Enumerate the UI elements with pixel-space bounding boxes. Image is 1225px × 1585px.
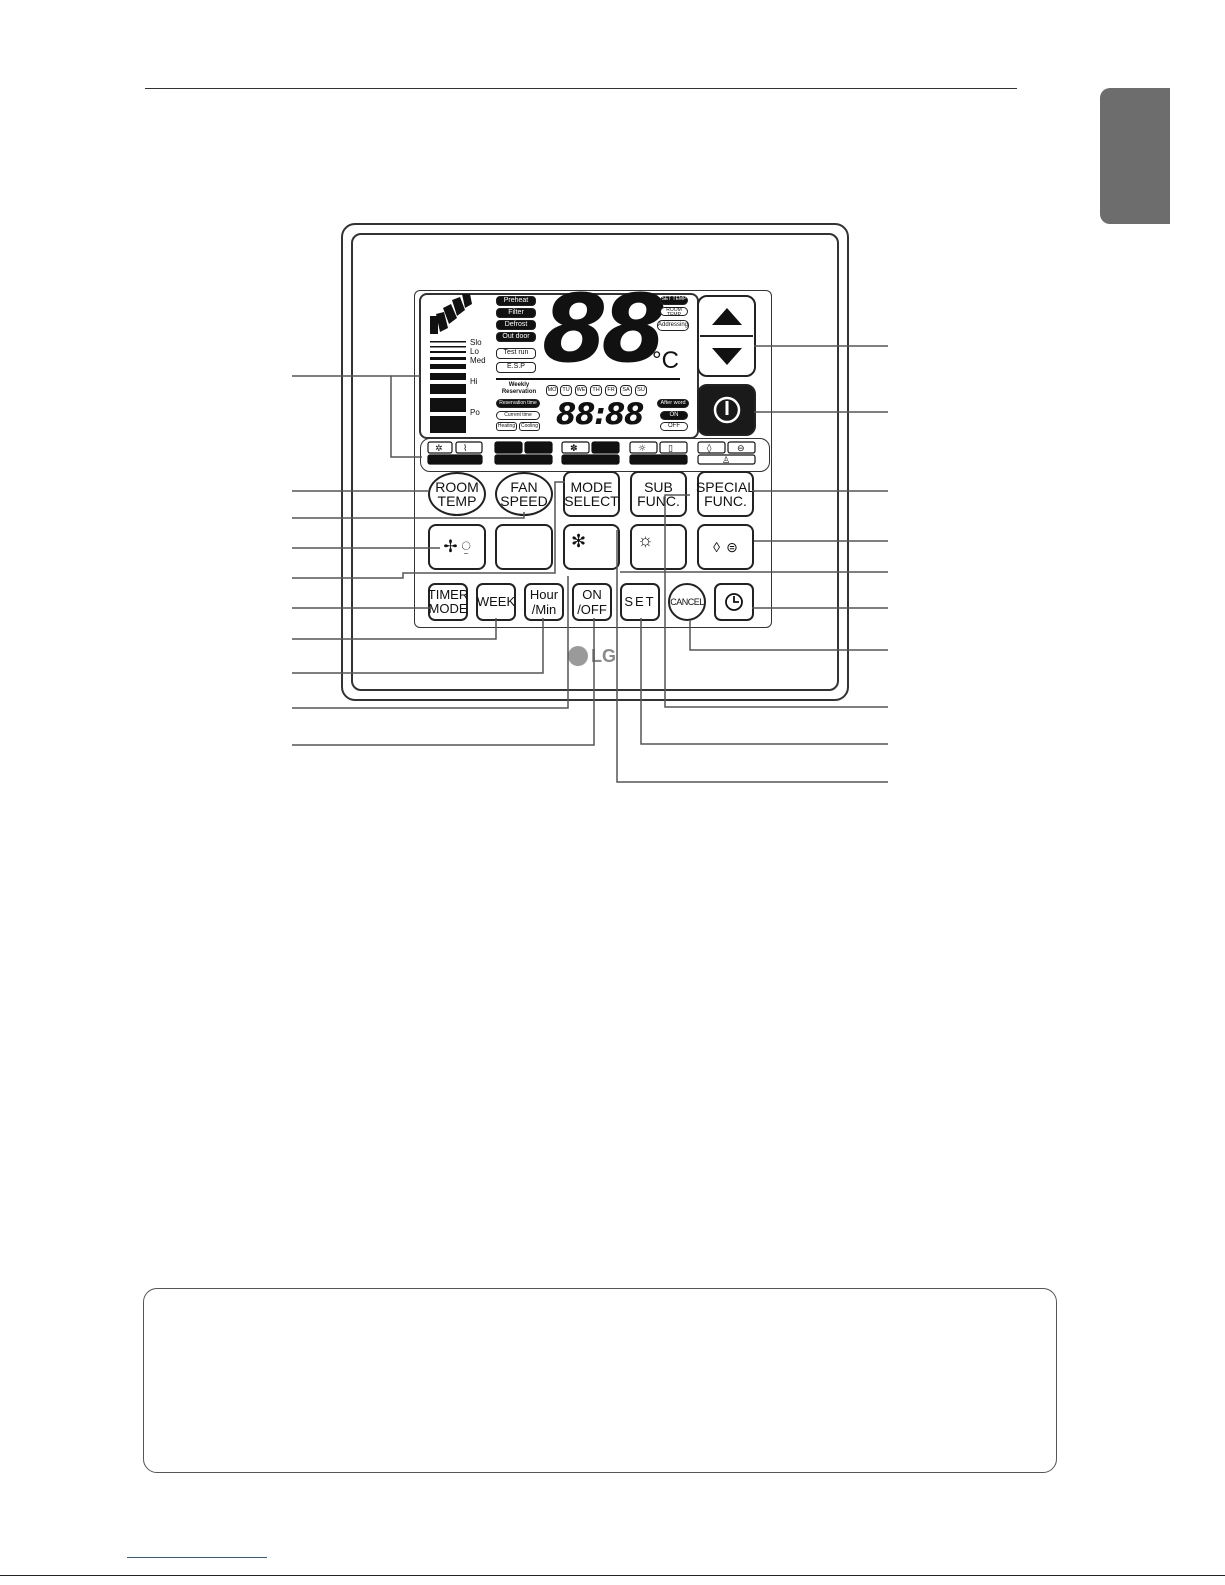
status-preheat: Preheat	[496, 296, 536, 306]
cancel-button[interactable]: CANCEL	[668, 583, 706, 621]
language-tab	[1100, 88, 1170, 224]
fan-speed-indicator	[430, 294, 472, 433]
current-time-tag: Current time	[496, 411, 540, 420]
weekly-reservation-label: Weekly Reservation	[501, 382, 537, 395]
reservation-time-tag: Reservation time	[496, 399, 540, 408]
clock-button[interactable]	[714, 583, 754, 621]
day-we: WE	[575, 385, 587, 396]
dehumidify-button[interactable]: ◊ ⊜	[697, 524, 754, 570]
tag-set-temp: SET TEMP	[660, 296, 688, 305]
week-button[interactable]: WEEK	[476, 583, 516, 621]
svg-text:◊: ◊	[707, 443, 712, 454]
footer-rule	[0, 1575, 1225, 1576]
day-th: TH	[590, 385, 602, 396]
fan-label-med: Med	[470, 356, 486, 365]
clock-icon	[725, 593, 743, 611]
cooling-button[interactable]: ✻	[563, 524, 620, 570]
status-filter: Filter	[496, 308, 536, 318]
day-tu: TU	[560, 385, 572, 396]
day-mo: MO	[546, 385, 558, 396]
mode-select-button[interactable]: MODE SELECT	[563, 471, 620, 517]
fan-label-slo: Slo	[470, 338, 482, 347]
status-outdoor: Out door	[496, 332, 536, 342]
svg-text:✽: ✽	[570, 444, 578, 454]
heating-tag: Heating	[496, 422, 517, 431]
up-down-divider	[700, 335, 753, 337]
swing-icon: ⍜	[461, 538, 471, 555]
fan-label-lo: Lo	[470, 347, 479, 356]
status-esp: E.S.P	[496, 362, 536, 373]
after-word-tag: After word	[657, 399, 689, 408]
room-temp-button[interactable]: ROOM TEMP	[428, 472, 486, 516]
fan-speed-button[interactable]: FAN SPEED	[495, 472, 553, 516]
lcd-icon-row-segments: ✲ ⌇ ✽ ☼ ▯ ◊ ⊖ ♙	[427, 441, 756, 466]
status-defrost: Defrost	[496, 320, 536, 330]
set-button[interactable]: SET	[620, 583, 660, 621]
day-fr: FR	[605, 385, 617, 396]
heating-button[interactable]: ☼	[630, 524, 687, 570]
svg-text:▯: ▯	[668, 444, 673, 454]
svg-text:✲: ✲	[435, 444, 443, 454]
tag-room-temp: ROOM TEMP	[660, 307, 688, 317]
special-func-button[interactable]: SPECIAL FUNC.	[696, 471, 755, 517]
brand-logo-text: LG	[591, 646, 616, 666]
svg-text:⊖: ⊖	[737, 444, 745, 454]
snowflake-icon: ✻	[571, 531, 587, 551]
controller-inner-frame	[351, 233, 839, 691]
on-off-button[interactable]: ON /OFF	[572, 583, 612, 621]
power-icon	[713, 396, 740, 424]
lcd-divider	[496, 378, 680, 380]
clock-readout: 88:88	[556, 397, 644, 431]
fan-swing-button[interactable]: ✢ ⍜	[428, 524, 486, 570]
off-tag: OFF	[660, 422, 688, 431]
cooling-tag: Cooling	[519, 422, 540, 431]
on-tag: ON	[660, 411, 688, 420]
timer-mode-button[interactable]: TIMER MODE	[428, 583, 468, 621]
tag-addressing: Addressing	[657, 320, 689, 331]
svg-text:☼: ☼	[638, 444, 646, 454]
power-button[interactable]	[697, 384, 756, 436]
down-arrow-icon[interactable]	[710, 346, 744, 368]
header-rule	[145, 88, 1017, 89]
fan-label-hi: Hi	[470, 377, 478, 386]
fan-label-po: Po	[470, 408, 480, 417]
lg-logo-icon	[568, 646, 588, 666]
up-arrow-icon[interactable]	[710, 305, 744, 327]
footer-link-underline[interactable]	[127, 1557, 267, 1558]
controller-outer-frame	[341, 223, 849, 701]
sub-func-button[interactable]: SUB FUNC.	[630, 471, 687, 517]
svg-text:♙: ♙	[722, 456, 730, 466]
blank-function-button[interactable]	[495, 524, 553, 570]
day-su: SU	[635, 385, 647, 396]
temperature-unit: °C	[652, 347, 679, 374]
status-test-run: Test run	[496, 348, 536, 359]
note-box	[143, 1288, 1057, 1473]
water-drop-icon: ◊	[713, 539, 721, 555]
svg-text:⌇: ⌇	[463, 443, 467, 454]
day-sa: SA	[620, 385, 632, 396]
temperature-readout: 88	[542, 275, 667, 384]
heater-icon: ⊜	[726, 539, 738, 555]
hour-min-button[interactable]: Hour /Min	[524, 583, 564, 621]
fan-icon: ✢	[443, 537, 458, 556]
sun-icon: ☼	[637, 530, 654, 550]
